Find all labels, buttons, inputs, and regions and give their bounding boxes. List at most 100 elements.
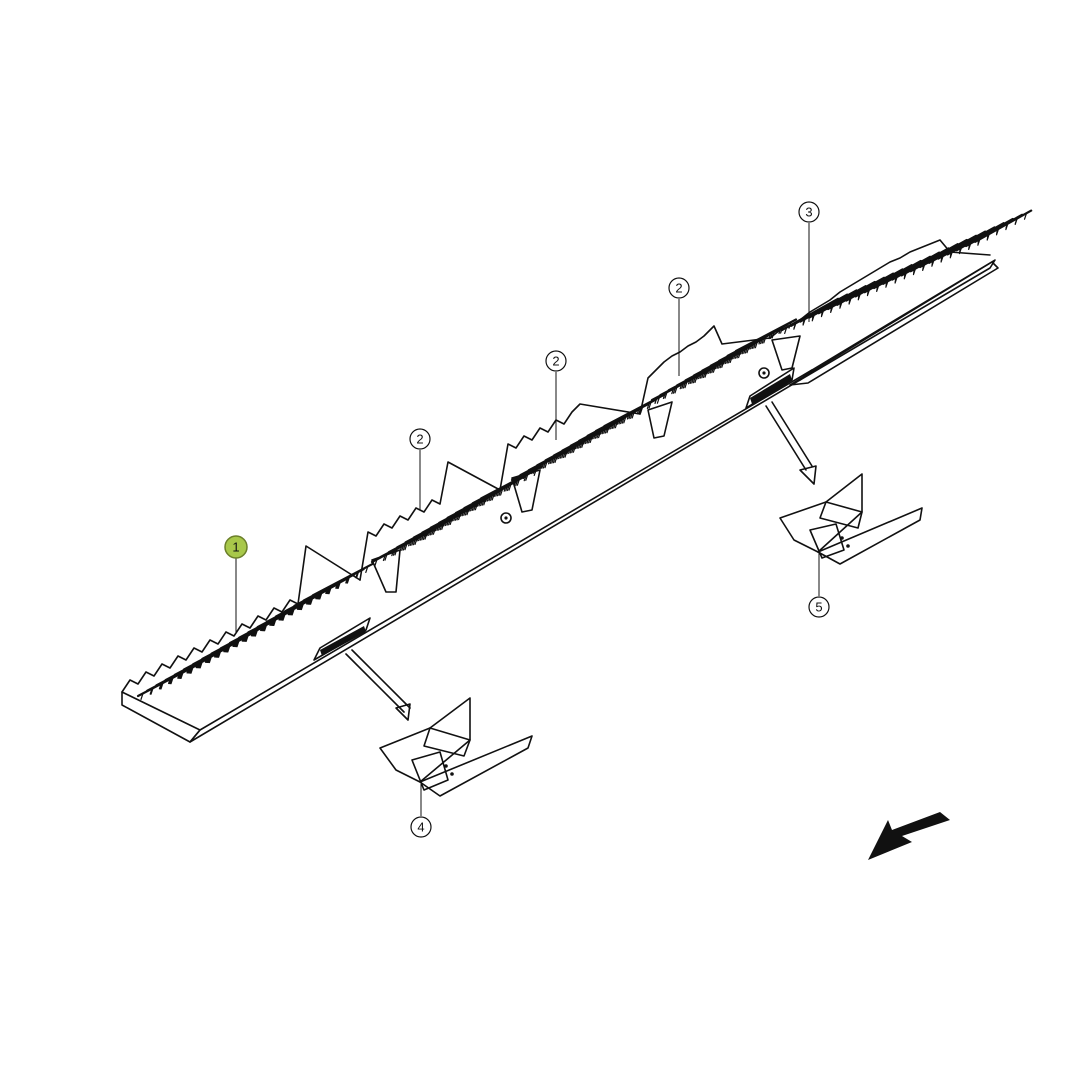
slat-finger — [254, 629, 258, 637]
slat-finger — [606, 426, 610, 434]
slat-finger — [569, 446, 573, 454]
slat-finger — [412, 538, 416, 546]
slat-finger — [234, 639, 238, 648]
slat-finger — [401, 543, 405, 551]
slat-finger — [704, 370, 708, 378]
slat-finger — [589, 435, 593, 444]
callout-5[interactable]: 5 — [808, 596, 830, 618]
slat-finger — [495, 489, 499, 497]
callout-2-right-label: 2 — [675, 281, 682, 296]
slat-finger — [613, 421, 617, 429]
callout-1[interactable]: 1 — [224, 535, 248, 559]
slat-finger — [496, 489, 500, 497]
callout-4[interactable]: 4 — [410, 816, 432, 838]
slat-finger — [576, 441, 580, 449]
slat-finger — [977, 238, 981, 246]
callout-3[interactable]: 3 — [798, 201, 820, 223]
slat-finger — [215, 650, 219, 658]
slat-finger — [746, 346, 750, 354]
slat-finger — [716, 361, 720, 369]
slat-finger — [433, 524, 437, 532]
slat-finger — [721, 357, 725, 365]
slat-finger — [434, 524, 438, 532]
slat-finger — [940, 255, 944, 263]
slat-finger — [949, 251, 953, 259]
slat-finger — [158, 682, 162, 690]
slat-finger — [594, 431, 599, 439]
slat-finger — [453, 513, 457, 522]
slat-finger — [584, 436, 589, 445]
slat-finger — [208, 655, 212, 664]
slat-finger — [288, 608, 292, 616]
slat-finger — [696, 372, 700, 380]
slat-finger — [178, 671, 182, 679]
slat-finger — [461, 509, 465, 517]
slat-finger — [206, 655, 210, 663]
slat-finger — [754, 341, 759, 349]
slat-finger — [177, 671, 181, 679]
slat-finger — [448, 518, 452, 526]
slat-finger — [631, 411, 635, 419]
slat-finger — [689, 376, 693, 385]
slat-finger — [554, 455, 558, 463]
slat-finger — [149, 687, 153, 695]
slat-finger — [441, 522, 445, 530]
slat-finger — [409, 538, 413, 547]
slat-finger — [559, 451, 563, 459]
slat-finger — [532, 466, 537, 474]
slat-finger — [179, 671, 183, 679]
slat-finger — [169, 676, 173, 685]
slat-finger — [903, 272, 907, 280]
slat-finger — [346, 576, 350, 584]
slat-finger — [802, 318, 806, 326]
slat-finger — [544, 461, 548, 469]
slat-finger — [586, 436, 590, 444]
slat-finger — [443, 519, 447, 527]
slat-finger — [282, 613, 286, 621]
slat-finger — [573, 442, 577, 450]
callout-5-label: 5 — [815, 600, 822, 615]
callout-2-middle[interactable]: 2 — [545, 350, 567, 372]
slat-finger — [744, 346, 749, 354]
slat-finger — [682, 381, 687, 389]
slat-finger — [187, 666, 191, 674]
slat-finger — [500, 488, 504, 496]
callout-2-left[interactable]: 2 — [409, 428, 431, 450]
slat-finger — [608, 422, 612, 430]
slat-finger — [664, 391, 668, 399]
slat-finger — [648, 401, 652, 409]
slat-finger — [599, 427, 604, 435]
slat-finger — [623, 416, 627, 424]
sieve-slat — [480, 465, 543, 500]
slat-finger — [261, 623, 265, 632]
slat-finger — [1005, 223, 1009, 231]
slat-finger — [820, 310, 825, 318]
slat-finger — [483, 495, 487, 503]
slat-finger — [636, 407, 641, 415]
slat-finger — [656, 396, 661, 404]
slat-finger — [692, 376, 697, 384]
slat-finger — [458, 509, 462, 517]
slat-finger — [318, 592, 322, 600]
slat-finger — [614, 421, 619, 429]
slat-finger — [758, 337, 762, 345]
slat-finger — [327, 586, 331, 595]
sieve-assembly — [121, 239, 999, 743]
slat-finger — [619, 416, 624, 425]
callout-2-right[interactable]: 2 — [668, 277, 690, 299]
slat-finger — [601, 427, 605, 435]
slat-finger — [399, 544, 403, 552]
slat-finger — [603, 426, 607, 434]
slat-finger — [335, 581, 339, 589]
slat-finger — [214, 650, 218, 658]
slat-finger — [402, 543, 406, 551]
slat-finger — [273, 618, 277, 627]
slat-finger — [454, 513, 458, 521]
slat-finger — [450, 514, 454, 522]
slat-finger — [426, 529, 430, 537]
slat-finger — [289, 608, 293, 616]
slat-finger — [298, 602, 302, 610]
slat-finger — [198, 661, 202, 669]
slat-finger — [178, 671, 182, 679]
